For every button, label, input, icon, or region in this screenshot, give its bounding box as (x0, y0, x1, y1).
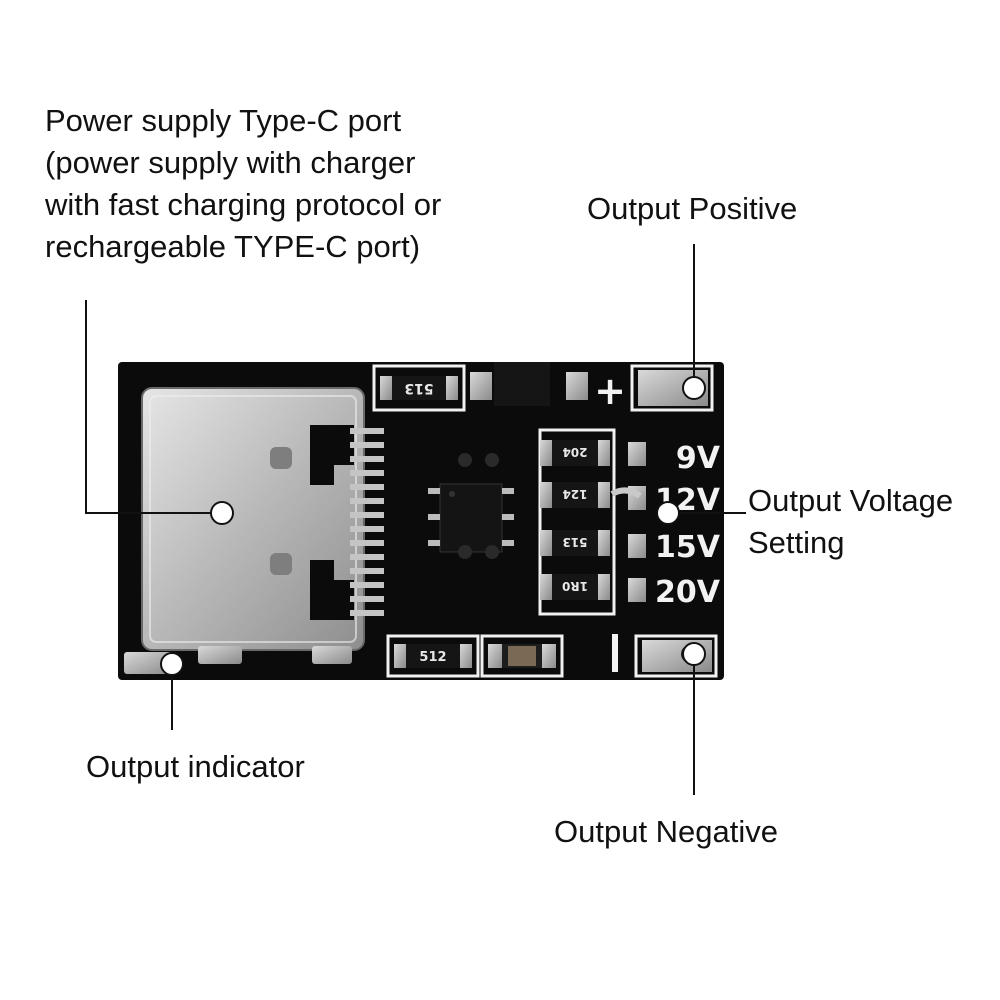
usb-typec-connector (141, 387, 384, 651)
plus-sign: + (594, 369, 626, 413)
leader-typec (85, 300, 222, 514)
resistor-code-3: 124 (562, 487, 587, 501)
voltage-option-9v: 9V (676, 441, 721, 476)
resistor-code-6: 512 (419, 650, 446, 665)
output-positive-label: Output Positive (587, 191, 798, 226)
callout-dot-typec (210, 501, 234, 525)
typec-port-label: Power supply Type-C port (power supply w… (45, 100, 441, 268)
resistor-code-1: 513 (404, 380, 433, 396)
typec-port-label-line-2: (power supply with charger (45, 145, 416, 180)
resistor-bottom: 512 (386, 634, 480, 678)
resistor-code-4: 513 (562, 535, 587, 549)
ic-chip (428, 453, 514, 559)
typec-port-label-line-4: rechargeable TYPE-C port) (45, 229, 421, 264)
jumper-pads (610, 442, 646, 602)
resistor-code-5: 1R0 (562, 579, 588, 593)
callout-dot-output-indicator (160, 652, 184, 676)
output-voltage-setting-line-1: Output Voltage (748, 483, 954, 518)
output-negative-label: Output Negative (554, 814, 779, 849)
voltage-options: 9V 12V 15V 20V (655, 441, 721, 610)
voltage-option-15v: 15V (655, 530, 721, 565)
output-indicator-label: Output indicator (86, 749, 305, 784)
typec-port-label-line-3: with fast charging protocol or (45, 187, 442, 222)
capacitor-bottom (480, 634, 564, 678)
output-voltage-setting-line-2: Setting (748, 525, 845, 560)
callout-dots (160, 376, 706, 676)
voltage-option-20v: 20V (655, 575, 721, 610)
callout-dot-voltage-setting (656, 501, 680, 525)
voltage-select-resistors: 204 124 513 1R0 (538, 428, 616, 616)
callout-dot-output-positive (682, 376, 706, 400)
output-voltage-setting-label: Output Voltage Setting (748, 480, 953, 564)
resistor-top: 513 (372, 364, 466, 412)
callout-dot-output-negative (682, 642, 706, 666)
resistor-code-2: 204 (562, 445, 587, 459)
typec-port-label-line-1: Power supply Type-C port (45, 103, 402, 138)
